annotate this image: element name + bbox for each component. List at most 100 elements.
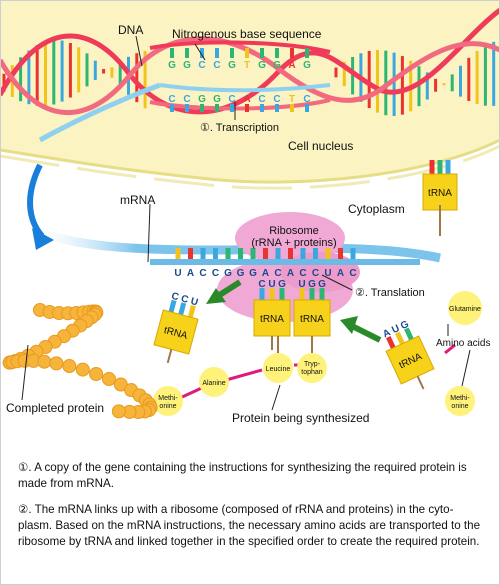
- dna-template-base: G: [213, 94, 221, 105]
- svg-text:Leucine: Leucine: [266, 366, 291, 373]
- amino-acid-methionine-free: Methi- onine: [445, 386, 475, 416]
- transport-arrow: [27, 163, 54, 250]
- amino-acid-methionine: Methi- onine: [153, 386, 183, 416]
- ribosome-sublabel: (rRNA + proteins): [251, 237, 336, 249]
- svg-text:Methi-: Methi-: [158, 395, 178, 402]
- dna-template-base: C: [258, 94, 265, 105]
- note-translation: ②. The mRNA links up with a ribosome (co…: [18, 503, 481, 548]
- dna-top-base: G: [183, 60, 191, 71]
- dna-label: DNA: [118, 23, 143, 37]
- mrna-base: G: [224, 268, 232, 279]
- trna-body: [422, 173, 458, 211]
- nitrogenous-base-sequence-label: Nitrogenous base sequence: [172, 27, 322, 41]
- dna-template-base: C: [183, 94, 190, 105]
- trna-label: tRNA: [300, 314, 324, 325]
- mrna-label: mRNA: [120, 193, 155, 207]
- mrna-base: C: [212, 268, 219, 279]
- note-transcription: ①. A copy of the gene containing the ins…: [18, 461, 467, 490]
- svg-text:tophan: tophan: [301, 369, 323, 376]
- trna-anticodon-rung: [395, 331, 405, 345]
- dna-top-base: C: [213, 60, 220, 71]
- protein-bead: [89, 367, 104, 382]
- protein-bead: [49, 356, 64, 371]
- dna-template-base: C: [273, 94, 280, 105]
- trna-anticodon-base: U: [268, 279, 275, 290]
- mrna-base: C: [299, 268, 306, 279]
- dna-template-base: C: [168, 94, 175, 105]
- mrna-base: C: [199, 268, 206, 279]
- protein-bead: [111, 404, 126, 419]
- amino-acids-label: Amino acids: [436, 338, 490, 349]
- mrna-base: C: [312, 268, 319, 279]
- dna-top-base: G: [273, 60, 281, 71]
- svg-text:onine: onine: [159, 403, 176, 410]
- trna-body: [293, 299, 331, 337]
- trna-anticodon-rung: [187, 304, 196, 318]
- protein-bead: [37, 354, 52, 369]
- dna-template-base: C: [228, 94, 235, 105]
- trna-stalk: [416, 375, 425, 390]
- trna-anticodon-base: A: [381, 327, 392, 340]
- dna-template-base: G: [198, 94, 206, 105]
- dna-template-base: T: [289, 94, 295, 105]
- dna-top-base: G: [228, 60, 236, 71]
- completed-protein-chain: [2, 303, 158, 419]
- trna-exit-arrow: [206, 279, 242, 304]
- dna-top-base: G: [303, 60, 311, 71]
- protein-bead: [101, 372, 116, 387]
- trna-stalk: [166, 349, 173, 364]
- cell-nucleus-label: Cell nucleus: [288, 139, 353, 153]
- mrna-base: G: [237, 268, 245, 279]
- amino-acid-alanine: Alanine: [199, 367, 229, 397]
- mrna-base: C: [349, 268, 356, 279]
- mrna-base: C: [274, 268, 281, 279]
- trna-label: tRNA: [428, 188, 452, 199]
- dna-top-base: A: [288, 60, 295, 71]
- trna-anticodon-base: C: [170, 291, 180, 303]
- mrna-base: U: [324, 268, 331, 279]
- mrna-base: U: [174, 268, 181, 279]
- amino-acid-leucine: Leucine: [263, 353, 293, 383]
- trna-anticodon-rung: [178, 302, 187, 316]
- dna-top-base: G: [168, 60, 176, 71]
- leader-lines: [21, 35, 471, 411]
- trna-anticodon-base: G: [308, 279, 316, 290]
- dna-top-base: C: [198, 60, 205, 71]
- amino-acid-glutamine: Glutamine: [448, 291, 482, 325]
- trna-label: tRNA: [260, 314, 284, 325]
- svg-text:Methi-: Methi-: [450, 395, 470, 402]
- protein-bead: [75, 362, 90, 377]
- trna-free: tRNA: [422, 160, 458, 211]
- trna-body: [385, 335, 435, 385]
- cytoplasm-label: Cytoplasm: [348, 202, 405, 216]
- dna-template-base: A: [243, 94, 250, 105]
- translation-label: ②. Translation: [355, 287, 425, 299]
- dna-top-base: T: [244, 60, 250, 71]
- trna-body: [153, 309, 199, 355]
- mrna-base: G: [249, 268, 257, 279]
- trna-anticodon-base: G: [278, 279, 286, 290]
- trna-anticodon-base: G: [318, 279, 326, 290]
- mrna-base: A: [287, 268, 294, 279]
- trna-anticodon-rung: [404, 327, 414, 341]
- dna-helix: [0, 8, 500, 116]
- completed-protein-label: Completed protein: [6, 401, 104, 415]
- svg-text:Alanine: Alanine: [202, 380, 225, 387]
- mrna-exit-strand: [38, 82, 161, 143]
- mrna-base: A: [262, 268, 269, 279]
- trna-anticodon-base: U: [189, 296, 199, 308]
- svg-text:Tryp-: Tryp-: [304, 361, 321, 368]
- transcription-label: ①. Transcription: [200, 122, 279, 134]
- trna-body: [253, 299, 291, 337]
- trna-anticodon-base: C: [180, 293, 190, 305]
- dna-template-base: C: [303, 94, 310, 105]
